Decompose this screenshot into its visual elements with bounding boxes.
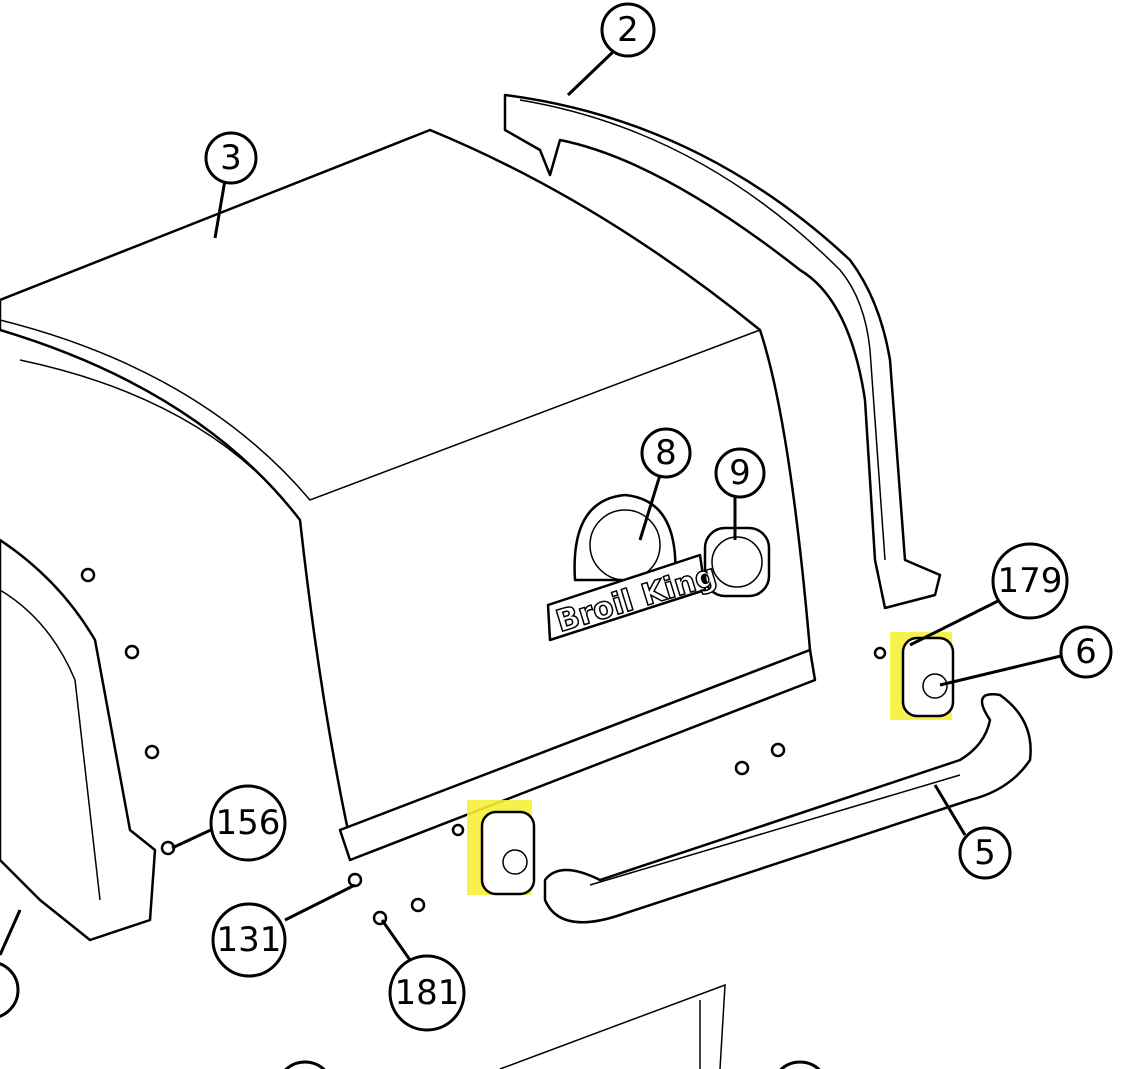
handle-bracket-left [451, 800, 536, 896]
svg-text:2: 2 [617, 10, 639, 50]
callout-8[interactable]: 8 [640, 427, 692, 479]
leader-lines [0, 48, 1066, 961]
svg-text:8: 8 [655, 433, 677, 473]
callout-131[interactable]: 131 [211, 902, 287, 978]
handle-part [543, 693, 1032, 924]
callout-181[interactable]: 181 [388, 954, 466, 1032]
callout-5[interactable]: 5 [958, 826, 1012, 880]
svg-text:5: 5 [974, 833, 996, 873]
svg-text:3: 3 [220, 138, 242, 178]
callout-partial-bottom-1 [284, 1060, 326, 1069]
svg-text:179: 179 [998, 561, 1063, 601]
temperature-gauge-bezel [573, 493, 677, 582]
callout-partial-bottom-2 [779, 1060, 821, 1069]
svg-text:181: 181 [395, 973, 460, 1013]
svg-text:9: 9 [729, 453, 751, 493]
lower-frame-part [499, 983, 726, 1069]
callout-6[interactable]: 6 [1059, 625, 1113, 679]
end-cap-part [0, 538, 157, 942]
callout-partial-left [0, 962, 20, 1018]
svg-text:131: 131 [217, 920, 282, 960]
lid-part [0, 128, 817, 862]
svg-text:156: 156 [216, 803, 281, 843]
svg-text:6: 6 [1075, 632, 1097, 672]
callout-2[interactable]: 2 [600, 2, 656, 58]
callout-156[interactable]: 156 [209, 784, 287, 862]
handle-bracket-right [873, 632, 955, 720]
callout-179[interactable]: 179 [991, 542, 1069, 620]
callout-3[interactable]: 3 [204, 131, 258, 185]
rear-frame-part [503, 93, 942, 610]
temperature-gauge [703, 526, 771, 598]
callout-9[interactable]: 9 [714, 447, 766, 499]
